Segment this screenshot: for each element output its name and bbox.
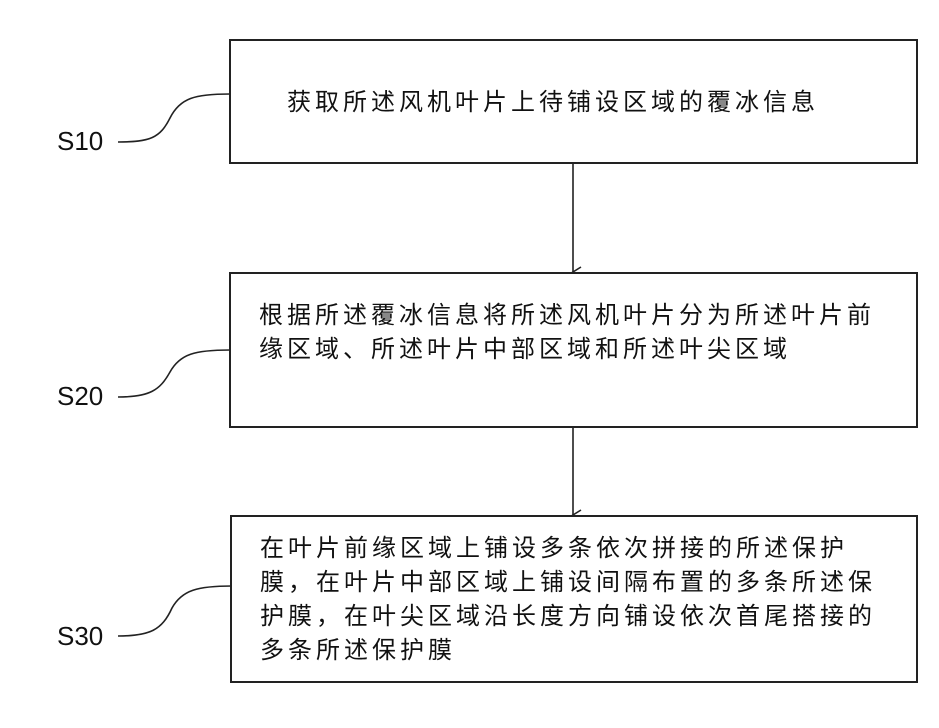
step-label-s30: S30 <box>57 621 103 652</box>
step-text-s30: 在叶片前缘区域上铺设多条依次拼接的所述保护膜，在叶片中部区域上铺设间隔布置的多条… <box>260 531 890 667</box>
step-text-s10: 获取所述风机叶片上待铺设区域的覆冰信息 <box>287 85 907 119</box>
step-box-s30: 在叶片前缘区域上铺设多条依次拼接的所述保护膜，在叶片中部区域上铺设间隔布置的多条… <box>230 515 918 683</box>
leader-s20 <box>118 350 230 397</box>
step-label-s10: S10 <box>57 126 103 157</box>
leader-s10 <box>118 94 230 142</box>
step-text-s20: 根据所述覆冰信息将所述风机叶片分为所述叶片前缘区域、所述叶片中部区域和所述叶尖区… <box>259 298 889 366</box>
step-box-s20: 根据所述覆冰信息将所述风机叶片分为所述叶片前缘区域、所述叶片中部区域和所述叶尖区… <box>229 272 918 428</box>
leader-s30 <box>118 586 232 636</box>
step-label-s20: S20 <box>57 381 103 412</box>
step-box-s10: 获取所述风机叶片上待铺设区域的覆冰信息 <box>229 39 918 164</box>
